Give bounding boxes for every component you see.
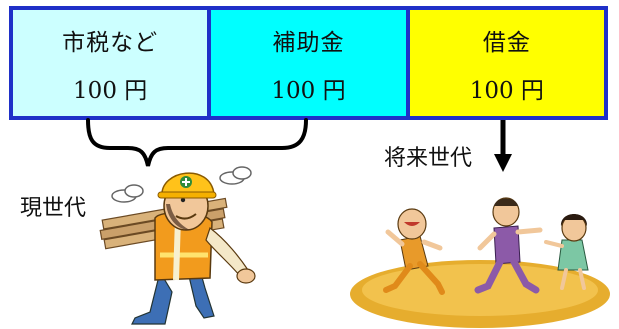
construction-worker-illustration (99, 166, 256, 325)
funding-bar: 市税など 100 円 補助金 100 円 借金 100 円 (9, 6, 608, 120)
segment-debt: 借金 100 円 (405, 10, 604, 116)
current-generation-label: 現世代 (20, 196, 87, 221)
segment-local-tax: 市税など 100 円 (13, 10, 208, 116)
segment-label: 市税など (62, 30, 159, 56)
segment-label: 補助金 (272, 30, 345, 56)
segment-amount: 100 円 (469, 78, 544, 104)
curly-brace (86, 118, 308, 167)
segment-amount: 100 円 (271, 78, 346, 104)
future-generation-label: 将来世代 (384, 146, 473, 171)
cloud-icon (111, 166, 252, 203)
down-arrow-icon (494, 120, 512, 172)
children-running-illustration (350, 197, 610, 328)
segment-amount: 100 円 (73, 78, 148, 104)
segment-label: 借金 (482, 30, 531, 56)
segment-subsidy: 補助金 100 円 (207, 10, 406, 116)
